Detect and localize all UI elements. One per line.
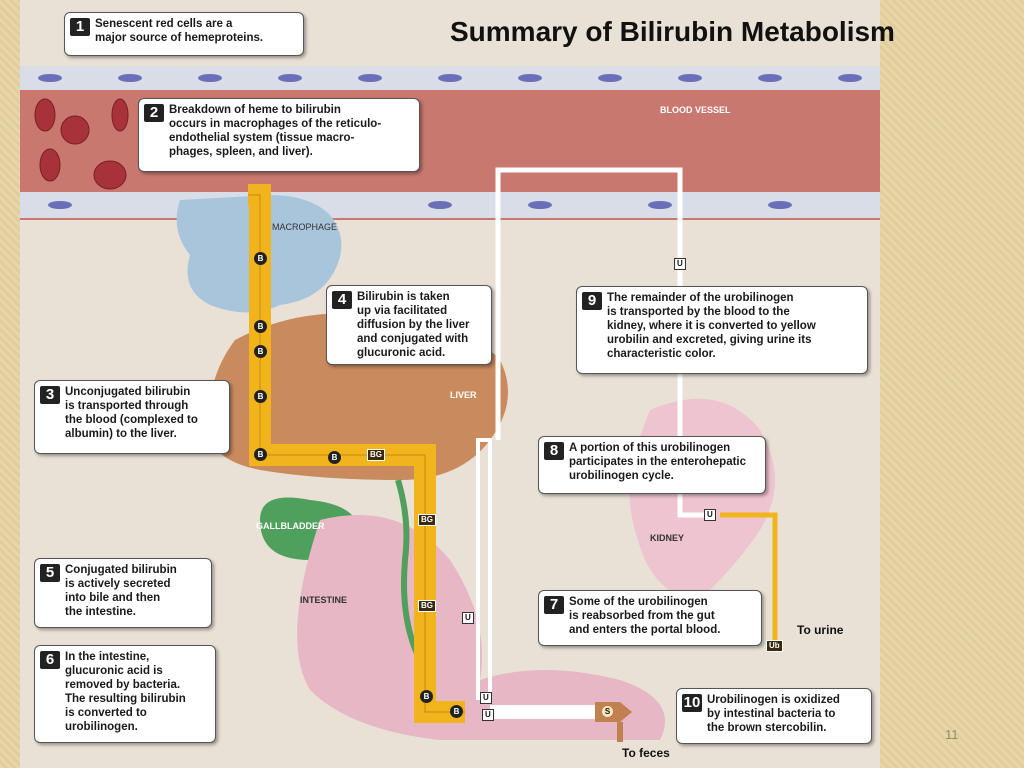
callout-step-1: 1 Senescent red cells are a major source… [64,12,304,56]
bg-marker: BG [418,600,436,612]
callout-step-6: 6 In the intestine, glucuronic acid is r… [34,645,216,743]
bilirubin-marker: B [328,451,341,464]
callout-step-10: 10 Urobilinogen is oxidized by intestina… [676,688,872,744]
diagram-artwork [20,66,880,742]
endothelial-nuclei [38,74,862,209]
red-blood-cells [34,98,129,190]
step-number: 8 [544,442,564,460]
callout-step-4: 4 Bilirubin is taken up via facilitated … [326,285,492,365]
intestine-label: INTESTINE [300,595,348,605]
urobilinogen-marker: U [480,692,492,704]
blood-vessel-label: BLOOD VESSEL [660,105,731,115]
bilirubin-marker: B [254,390,267,403]
step-number: 5 [40,564,60,582]
step-text: Some of the urobilinogen is reabsorbed f… [569,596,721,636]
urine-pathway [720,512,778,650]
callout-step-2: 2 Breakdown of heme to bilirubin occurs … [138,98,420,172]
step-text: The remainder of the urobilinogen is tra… [607,292,816,360]
to-feces-label: To feces [622,746,670,760]
step-number: 4 [332,291,352,309]
step-number: 7 [544,596,564,614]
step-number: 2 [144,104,164,122]
step-text: Breakdown of heme to bilirubin occurs in… [169,104,382,158]
kidney-label: KIDNEY [650,533,685,543]
liver-label: LIVER [450,390,477,400]
bilirubin-marker: B [254,345,267,358]
kidney [629,398,775,596]
macrophage-label: MACROPHAGE [272,222,338,232]
callout-step-9: 9 The remainder of the urobilinogen is t… [576,286,868,374]
to-urine-label: To urine [797,623,844,637]
step-number: 10 [682,694,702,712]
bilirubin-marker: B [420,690,433,703]
urobilin-marker: Ub [766,640,783,652]
step-number: 1 [70,18,90,36]
urobilinogen-portal-pathway [476,438,492,700]
urobilinogen-kidney-pathway [495,167,710,518]
step-text: In the intestine, glucuronic acid is rem… [65,651,186,733]
bilirubin-marker: B [254,448,267,461]
bg-marker: BG [418,514,436,526]
step-text: Urobilinogen is oxidized by intestinal b… [707,694,840,734]
step-number: 9 [582,292,602,310]
step-text: Bilirubin is taken up via facilitated di… [357,291,470,359]
bg-marker: BG [367,449,385,461]
urobilinogen-marker: U [462,612,474,624]
urobilinogen-marker: U [704,509,716,521]
step-number: 3 [40,386,60,404]
step-text: Unconjugated bilirubin is transported th… [65,386,198,440]
bilirubin-marker: B [254,320,267,333]
bilirubin-marker: B [450,705,463,718]
gallbladder-label: GALLBLADDER [256,521,325,531]
step-text: Senescent red cells are a major source o… [95,18,264,44]
callout-step-7: 7 Some of the urobilinogen is reabsorbed… [538,590,762,646]
step-text: Conjugated bilirubin is actively secrete… [65,564,177,618]
bile-duct [395,479,423,662]
callout-step-3: 3 Unconjugated bilirubin is transported … [34,380,230,454]
step-text: A portion of this urobilinogen participa… [569,442,747,482]
callout-step-8: 8 A portion of this urobilinogen partici… [538,436,766,494]
callout-step-5: 5 Conjugated bilirubin is actively secre… [34,558,212,628]
bilirubin-diagram: BLOOD VESSEL MACROPHAGE LIVER GALLBLADDE… [20,0,880,768]
step-number: 6 [40,651,60,669]
bilirubin-marker: B [254,252,267,265]
urobilinogen-marker: U [674,258,686,270]
page-number: 11 [945,727,959,742]
bilirubin-pathway-edge [248,194,465,713]
urobilinogen-marker: U [482,709,494,721]
intestine [297,515,665,740]
slide-title: Summary of Bilirubin Metabolism [450,16,895,47]
stercobilin-marker: S [602,706,613,717]
